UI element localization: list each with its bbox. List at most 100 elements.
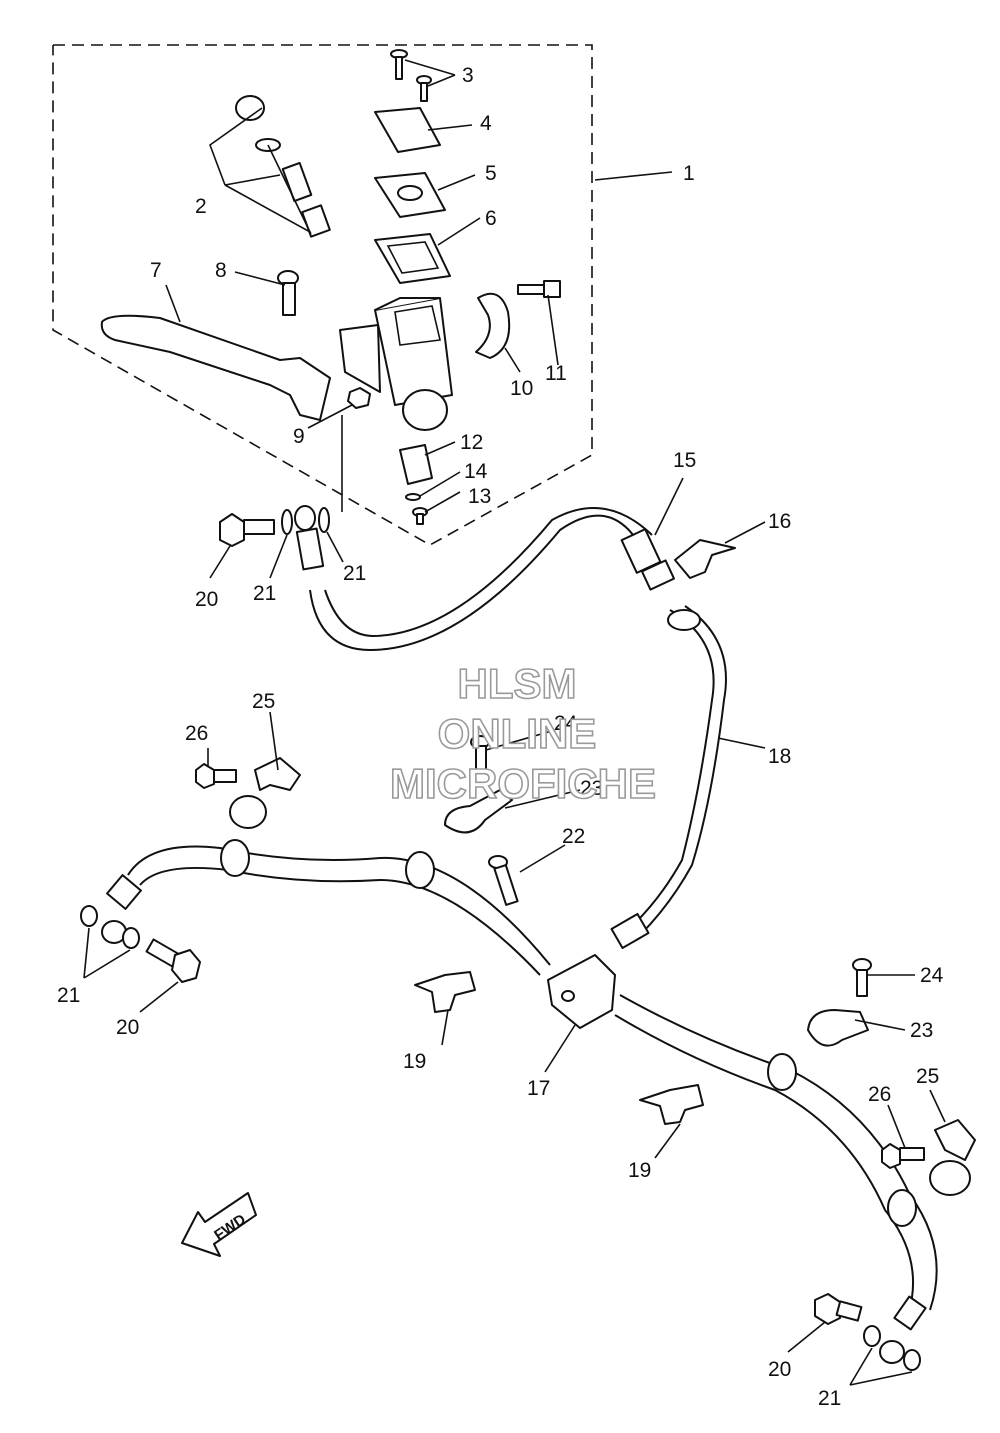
pivot-bolt-part-8	[277, 270, 299, 316]
callout-21-upper-right: 21	[343, 562, 366, 585]
assembly-boundary	[52, 44, 593, 546]
bolt-part-24-upper	[470, 735, 490, 773]
hose-grommet	[405, 851, 435, 889]
clip-part-19-left	[414, 971, 476, 1013]
union-bolt-part-20-right	[814, 1293, 863, 1325]
callout-22: 22	[562, 825, 585, 848]
diaphragm-inner	[386, 241, 440, 274]
holder-part-10	[475, 292, 511, 359]
plate-hole	[397, 185, 423, 201]
diaphragm-part-6	[374, 233, 451, 284]
screw-part-13	[412, 507, 428, 525]
callout-20-right: 20	[768, 1358, 791, 1381]
callout-12: 12	[460, 431, 483, 454]
callout-18: 18	[768, 745, 791, 768]
clamp-part-23-right	[807, 1009, 869, 1047]
callout-25-right: 25	[916, 1065, 939, 1088]
hose-grommet	[220, 839, 250, 877]
callout-6: 6	[485, 207, 497, 230]
bolt-part-22	[488, 855, 519, 906]
upper-brake-hose	[309, 514, 641, 652]
callout-9: 9	[293, 425, 305, 448]
callout-10: 10	[510, 377, 533, 400]
nut-part-9	[347, 387, 371, 409]
three-way-joint-part-17	[547, 954, 616, 1029]
hose-grommet	[887, 1189, 917, 1227]
union-bolt-part-20-upper	[219, 513, 275, 547]
callout-19-right: 19	[628, 1159, 651, 1182]
watermark-line-2: ONLINE	[438, 710, 597, 757]
callout-21-right: 21	[818, 1387, 841, 1410]
washer-part-21-right-a	[863, 1325, 881, 1347]
hose-end-fitting-left	[101, 874, 142, 944]
callout-7: 7	[150, 259, 162, 282]
leader-lines	[83, 59, 946, 1386]
callout-20-left: 20	[116, 1016, 139, 1039]
screw-part-3	[390, 49, 432, 102]
callout-labels: 1 2 3 4 5 6 7 8 9 10 11 12 13 14 15 16 1…	[57, 64, 944, 1410]
callout-14: 14	[464, 460, 488, 483]
bolt-part-26-right	[881, 1143, 925, 1169]
holder-bolt-part-11	[517, 280, 561, 298]
callout-5: 5	[485, 162, 497, 185]
callout-21-upper-left: 21	[253, 582, 276, 605]
washer-part-21-upper-b	[318, 507, 330, 533]
union-bolt-part-20-left	[145, 938, 201, 983]
guide-sleeve-left	[229, 795, 267, 829]
callout-3: 3	[462, 64, 474, 87]
washer-part-14	[405, 493, 421, 501]
hose-fitting-upper	[294, 505, 325, 571]
brake-switch-part-12	[399, 444, 433, 485]
washer-part-21-upper-a	[281, 509, 293, 535]
bolt-part-26-left	[195, 763, 237, 789]
watermark: HLSM ONLINE MICROFICHE	[389, 659, 657, 808]
guide-part-25-right	[934, 1119, 976, 1161]
fwd-arrow-icon: FWD	[181, 1192, 257, 1257]
lower-brake-hose-left-edge	[139, 866, 541, 976]
callout-17: 17	[527, 1077, 550, 1100]
brake-pipe-edge	[639, 605, 727, 936]
clip-part-19-right	[639, 1084, 704, 1125]
guide-sleeve-right	[929, 1160, 971, 1196]
washer-part-21-left-a	[80, 905, 98, 927]
reservoir-cap-part-4	[374, 107, 441, 153]
lower-brake-hose-right-edge	[614, 1014, 915, 1316]
callout-15: 15	[673, 449, 696, 472]
callout-21-left: 21	[57, 984, 80, 1007]
callout-4: 4	[480, 112, 492, 135]
washer-part-21-right-b	[903, 1349, 921, 1371]
callout-23-upper: 23	[580, 777, 603, 800]
watermark-line-1: HLSM	[458, 660, 577, 707]
callout-25-left: 25	[252, 690, 275, 713]
callout-19-left: 19	[403, 1050, 426, 1073]
guide-part-25-left	[254, 757, 301, 791]
bolt-part-24-right	[852, 958, 872, 997]
brake-pipe-part-18	[627, 609, 715, 931]
callout-8: 8	[215, 259, 227, 282]
pipe-fitting-bottom	[610, 912, 650, 950]
washer-part-21-left-b	[122, 927, 140, 949]
joint-hole	[561, 990, 575, 1002]
callout-1: 1	[683, 162, 695, 185]
callout-24-right: 24	[920, 964, 944, 987]
callout-2: 2	[195, 195, 207, 218]
hose-joint-part-15	[620, 528, 676, 591]
clamp-part-23-upper	[444, 789, 513, 834]
clip-part-16	[674, 539, 736, 579]
hose-grommet	[767, 1053, 797, 1091]
callout-24-upper: 24	[554, 712, 578, 735]
callout-16: 16	[768, 510, 791, 533]
upper-brake-hose-edge	[324, 507, 653, 638]
brake-lever-part-7	[100, 314, 331, 421]
lower-brake-hose-left	[127, 845, 551, 966]
master-cylinder-body	[339, 297, 453, 431]
callout-26-right: 26	[868, 1083, 891, 1106]
lower-brake-hose-right	[619, 994, 938, 1311]
callout-23-right: 23	[910, 1019, 933, 1042]
watermark-line-3: MICROFICHE	[390, 760, 656, 807]
callout-20-upper: 20	[195, 588, 218, 611]
callout-11: 11	[545, 362, 567, 385]
pipe-fitting-top	[667, 609, 701, 631]
callout-13: 13	[468, 485, 491, 508]
